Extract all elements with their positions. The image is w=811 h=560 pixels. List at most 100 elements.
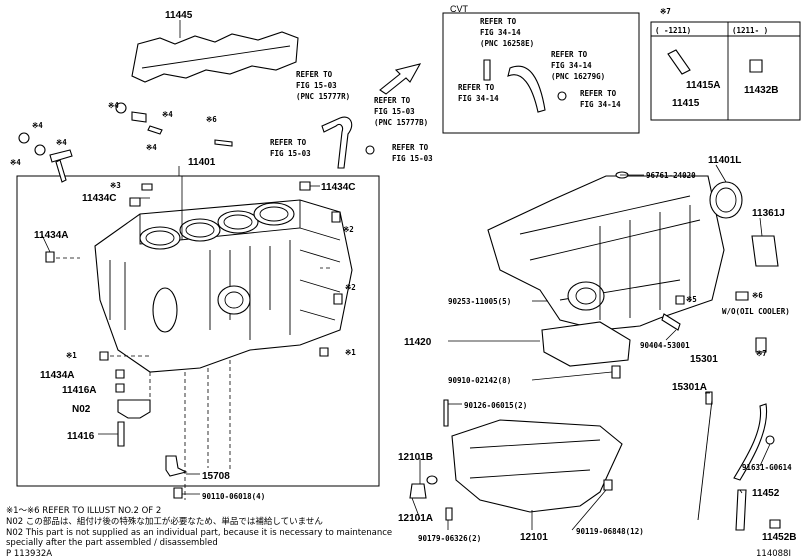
cvt-title: CVT <box>450 4 469 14</box>
svg-text:REFER TO: REFER TO <box>551 50 588 59</box>
oil-level-gauge-guide <box>733 403 768 481</box>
label-12101: 12101 <box>520 532 548 543</box>
label-11361j: 11361J <box>752 208 785 219</box>
svg-text:(PNC 16258E): (PNC 16258E) <box>480 39 534 48</box>
cvt-oil-pipe <box>507 65 546 113</box>
label-11432b: 11432B <box>744 85 778 96</box>
footnote-2: N02 この部品は、組付け後の特殊な加工が必要なため、単品では補給していません <box>6 516 323 527</box>
label-col-a: ( -1211) <box>655 26 691 35</box>
cover-plate-part <box>751 235 779 267</box>
label-col-b: (1211- ) <box>732 26 768 35</box>
label-n02: N02 <box>72 404 91 415</box>
label-90110: 90110-06018(4) <box>202 492 265 501</box>
footnote-3: N02 This part is not supplied as an indi… <box>6 528 392 538</box>
union-bolt-part <box>667 49 691 75</box>
label-11401l: 11401L <box>708 155 741 166</box>
svg-text:REFER TO: REFER TO <box>374 96 411 105</box>
refer-block-5: REFER TO FIG 15-03 (PNC 15777R) <box>296 70 350 101</box>
direction-arrow <box>379 63 422 95</box>
label-wo-oil-cooler: W/O(OIL COOLER) <box>722 307 790 316</box>
label-star4-e: ※4 <box>56 138 67 147</box>
svg-text:FIG 15-03: FIG 15-03 <box>296 81 337 90</box>
cylinder-block-drawing <box>94 199 353 373</box>
bearing-cap-n02 <box>117 399 151 419</box>
label-11434a: 11434A <box>34 230 68 241</box>
svg-text:FIG 34-14: FIG 34-14 <box>580 100 621 109</box>
label-star7-top: ※7 <box>660 7 671 16</box>
svg-text:FIG 34-14: FIG 34-14 <box>458 94 499 103</box>
label-15301a: 15301A <box>672 382 707 393</box>
label-11434c-left: 11434C <box>82 193 116 204</box>
label-star1-b: ※1 <box>345 348 356 357</box>
label-12101b: 12101B <box>398 452 433 463</box>
oil-pan-part-12101 <box>451 419 623 513</box>
svg-text:FIG 34-14: FIG 34-14 <box>480 28 521 37</box>
svg-text:FIG 15-03: FIG 15-03 <box>392 154 433 163</box>
label-11416a: 11416A <box>62 385 96 396</box>
label-11420: 11420 <box>404 337 432 348</box>
svg-text:(PNC 15777B): (PNC 15777B) <box>374 118 428 127</box>
label-star4-d: ※4 <box>32 121 43 130</box>
label-star4-f: ※4 <box>10 158 21 167</box>
label-star4-a: ※4 <box>108 101 119 110</box>
svg-text:REFER TO: REFER TO <box>296 70 333 79</box>
svg-text:REFER TO: REFER TO <box>480 17 517 26</box>
label-star2-b: ※2 <box>345 283 356 292</box>
label-star4-b: ※4 <box>162 110 173 119</box>
label-star6-right: ※6 <box>752 291 763 300</box>
head-cover-part-11445 <box>131 31 299 83</box>
label-15301: 15301 <box>690 354 718 365</box>
label-96761: 96761-24020 <box>646 171 696 180</box>
oil-seal-part <box>709 181 743 219</box>
cylinder-block-assembly-frame <box>16 175 380 487</box>
svg-text:(PNC 16279G): (PNC 16279G) <box>551 72 605 81</box>
washer-part <box>18 132 30 144</box>
label-11401: 11401 <box>188 157 216 168</box>
svg-text:REFER TO: REFER TO <box>270 138 307 147</box>
refer-block-4: REFER TO FIG 34-14 <box>580 89 621 109</box>
refer-block-1: REFER TO FIG 34-14 (PNC 16258E) <box>480 17 534 48</box>
figure-id: 114088I <box>756 549 791 559</box>
label-90126: 90126-06015(2) <box>464 401 527 410</box>
label-11452: 11452 <box>752 488 780 499</box>
label-11434c-right: 11434C <box>321 182 355 193</box>
svg-text:FIG 34-14: FIG 34-14 <box>551 61 592 70</box>
svg-text:FIG 15-03: FIG 15-03 <box>374 107 415 116</box>
svg-text:REFER TO: REFER TO <box>392 143 429 152</box>
label-star3: ※3 <box>110 181 121 190</box>
oil-pan-upper-drawing <box>487 175 725 331</box>
label-star6: ※6 <box>206 115 217 124</box>
label-11416: 11416 <box>67 431 95 442</box>
label-star7-mid: ※7 <box>756 349 767 358</box>
refer-block-7: REFER TO FIG 15-03 <box>270 138 311 158</box>
label-star1-a: ※1 <box>66 351 77 360</box>
label-90404: 90404-53001 <box>640 341 690 350</box>
label-90910: 90910-02142(8) <box>448 376 511 385</box>
label-15708: 15708 <box>202 471 230 482</box>
svg-text:FIG 15-03: FIG 15-03 <box>270 149 311 158</box>
label-star4-c: ※4 <box>146 143 157 152</box>
illustration-id: P 113932A <box>6 549 52 559</box>
label-90179: 90179-06326(2) <box>418 534 481 543</box>
cvt-frame <box>442 12 640 134</box>
label-12101a: 12101A <box>398 513 433 524</box>
svg-text:REFER TO: REFER TO <box>580 89 617 98</box>
label-11415: 11415 <box>672 98 700 109</box>
label-90253: 90253-11005(5) <box>448 297 511 306</box>
svg-text:REFER TO: REFER TO <box>458 83 495 92</box>
label-91631: 91631-G0614 <box>742 463 792 472</box>
label-11445: 11445 <box>165 10 193 21</box>
oil-strainer-part <box>541 321 631 367</box>
label-star5: ※5 <box>686 295 697 304</box>
footnote-4: specially after the part assembled / dis… <box>6 538 218 548</box>
label-star2-a: ※2 <box>343 225 354 234</box>
label-11434a-lower: 11434A <box>40 370 74 381</box>
footnote-1: ※1～※6 REFER TO ILLUST NO.2 OF 2 <box>6 506 161 516</box>
refer-block-3: REFER TO FIG 34-14 <box>458 83 499 103</box>
variant-parts-frame <box>650 21 801 121</box>
refer-block-6: REFER TO FIG 15-03 (PNC 15777B) <box>374 96 428 127</box>
label-11452b: 11452B <box>762 532 796 543</box>
label-90119: 90119-06848(12) <box>576 527 644 536</box>
refer-block-8: REFER TO FIG 15-03 <box>392 143 433 163</box>
